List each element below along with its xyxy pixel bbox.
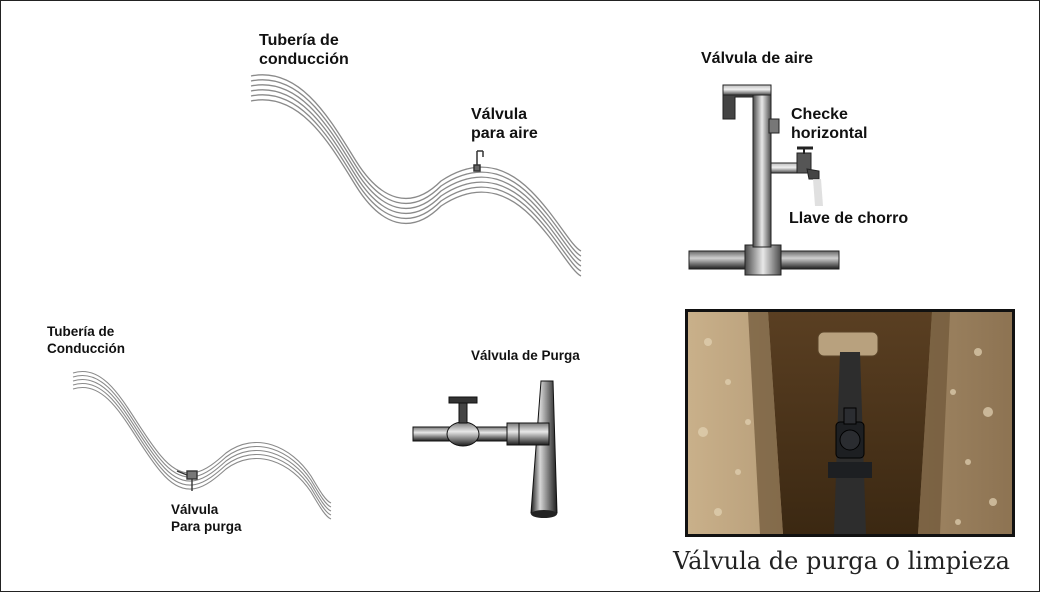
air-valve-icon [473, 150, 484, 172]
purge-valve-photo [685, 309, 1015, 537]
purge-valve-icon [176, 470, 198, 491]
faucet-label: Llave de chorro [789, 210, 909, 227]
air-valve-title: Válvula de aire [701, 50, 814, 67]
purge-valve-label: Válvula Para purga [171, 502, 242, 534]
photo-caption: Válvula de purga o limpieza [673, 547, 1010, 575]
faucet-icon [796, 146, 823, 206]
check-valve-label: Checke horizontal [791, 106, 868, 142]
air-valve-label: Válvula para aire [471, 106, 538, 142]
purge-valve-title: Válvula de Purga [471, 348, 580, 363]
pipe-label-bottom: Tubería de Conducción [47, 324, 125, 356]
pipe-label-top: Tubería de conducción [259, 32, 349, 68]
